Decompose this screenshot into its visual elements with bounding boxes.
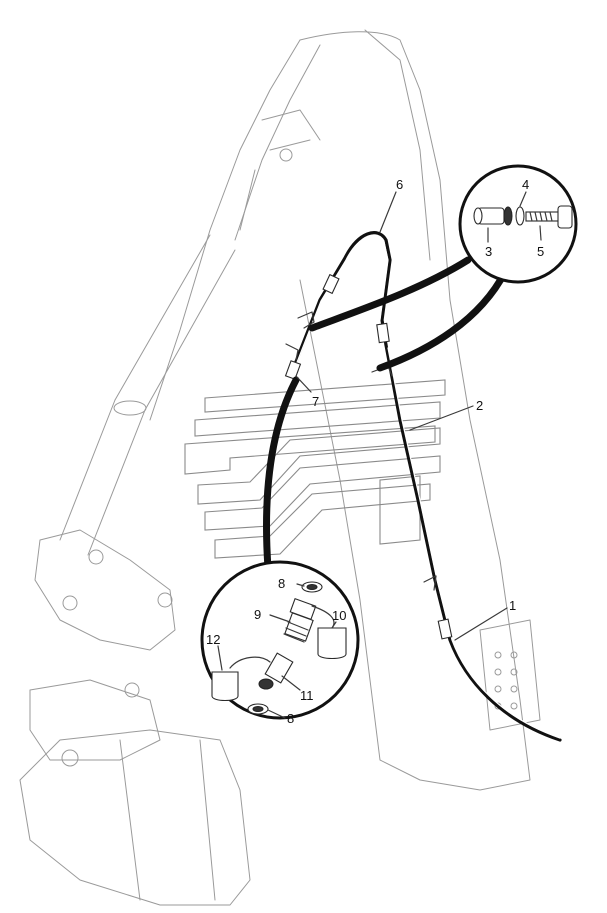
boom-arm: [19, 29, 541, 906]
nut-part: [264, 652, 294, 684]
callout-labels: 1 2 3 4 5 6 7 8 8 9 10 11 12: [206, 177, 544, 726]
callout-7: 7: [312, 394, 319, 409]
callout-12: 12: [206, 632, 220, 647]
washer-part: [503, 206, 513, 226]
hydraulic-hose-assembly: [284, 231, 562, 742]
detail-leaders: [263, 256, 509, 572]
callout-8-top: 8: [278, 576, 285, 591]
callout-8-bottom: 8: [287, 711, 294, 726]
callout-2: 2: [476, 398, 483, 413]
cap-part: [317, 627, 347, 660]
detail-fitting-assembly: [200, 560, 360, 720]
callout-1: 1: [509, 598, 516, 613]
callout-6: 6: [396, 177, 403, 192]
callout-4: 4: [522, 177, 529, 192]
callout-3: 3: [485, 244, 492, 259]
callout-9: 9: [254, 607, 261, 622]
callout-5: 5: [537, 244, 544, 259]
detail-bolt-assembly: [458, 164, 578, 284]
callout-10: 10: [332, 608, 346, 623]
plug-part: [211, 671, 239, 702]
callout-leaders: [217, 191, 542, 719]
callout-11: 11: [300, 688, 314, 703]
